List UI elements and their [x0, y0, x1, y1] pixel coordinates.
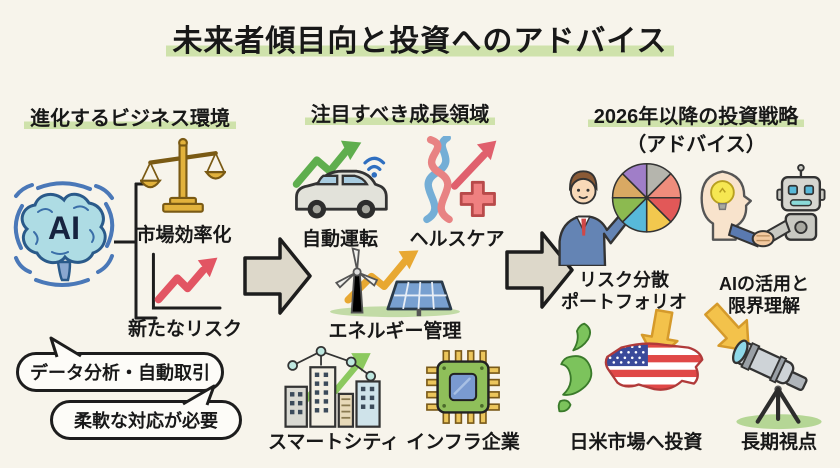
smart-city-icon: [282, 340, 384, 430]
japan-us-map-icon: [556, 320, 714, 426]
flow-arrow-1-icon: [243, 236, 313, 316]
svg-text:AI: AI: [48, 210, 80, 246]
ai-utilization-label-line1: AIの活用と: [719, 274, 809, 294]
page-title-text: 未来者傾目向と投資へのアドバイス: [166, 25, 674, 58]
telescope-icon: [728, 330, 830, 430]
healthcare-dna-icon: [408, 136, 506, 224]
portfolio-pie-man-icon: [552, 158, 694, 266]
data-analysis-bubble: データ分析・自動取引: [16, 336, 224, 392]
page-title: 未来者傾目向と投資へのアドバイス: [0, 16, 840, 60]
data-analysis-bubble-label: データ分析・自動取引: [30, 363, 210, 383]
autonomous-driving-label: 自動運転: [301, 229, 378, 250]
flexible-response-bubble: 柔軟な対応が必要: [50, 384, 242, 440]
market-efficiency-label: 市場効率化: [136, 225, 232, 246]
healthcare-label: ヘルスケア: [409, 229, 505, 250]
ai-brain-icon: AI: [8, 176, 120, 294]
human-robot-handshake-icon: [694, 164, 836, 268]
new-risk-label: 新たなリスク: [128, 319, 243, 340]
energy-management-icon: [322, 244, 468, 318]
rising-risk-chart-icon: [146, 250, 224, 314]
ai-utilization-label-line2: 限界理解: [728, 296, 800, 316]
long-term-view-label: 長期視点: [740, 432, 817, 453]
energy-management-label: エネルギー管理: [328, 321, 462, 342]
section-subheader-advice: （アドバイス）: [626, 134, 766, 156]
japan-us-invest-label: 日米市場へ投資: [569, 432, 703, 453]
smart-city-label: スマートシティ: [268, 432, 400, 453]
section-header-business-environment: 進化するビジネス環境: [10, 102, 250, 131]
autonomous-car-icon: [288, 136, 392, 224]
flexible-response-bubble-label: 柔軟な対応が必要: [74, 411, 218, 431]
infrastructure-company-label: インフラ企業: [406, 432, 520, 453]
infrastructure-chip-icon: [422, 346, 504, 428]
section-header-growth-areas: 注目すべき成長領域: [283, 98, 517, 127]
yellow-arrow-right-icon: [696, 298, 764, 362]
balance-scale-icon: [140, 136, 226, 222]
risk-diversification-label-line1: リスク分散: [579, 270, 669, 290]
flow-arrow-2-icon: [505, 230, 575, 310]
section-header-investment-strategy: 2026年以降の投資戦略: [552, 100, 840, 129]
risk-diversification-label-line2: ポートフォリオ: [561, 292, 687, 312]
